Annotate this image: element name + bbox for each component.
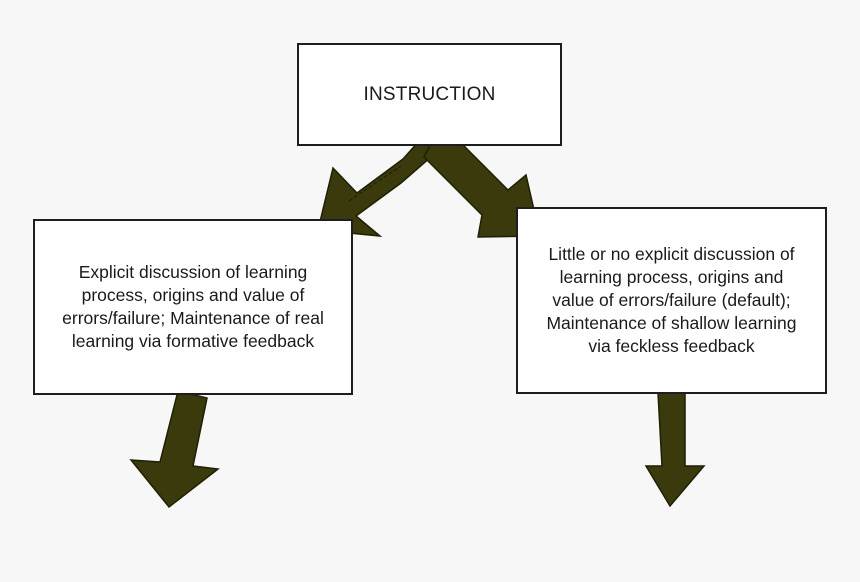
arrow-left-down bbox=[129, 390, 220, 509]
arrow-top-to-left-dash bbox=[348, 165, 402, 202]
instruction-box: INSTRUCTION bbox=[297, 43, 562, 146]
instruction-label: INSTRUCTION bbox=[363, 83, 496, 105]
explicit-discussion-label: Explicit discussion of learning process,… bbox=[62, 262, 324, 351]
no-explicit-discussion-label: Little or no explicit discussion of lear… bbox=[546, 244, 797, 356]
no-explicit-discussion-box: Little or no explicit discussion of lear… bbox=[516, 207, 827, 394]
arrow-right-down bbox=[644, 392, 706, 508]
explicit-discussion-box: Explicit discussion of learning process,… bbox=[33, 219, 353, 395]
